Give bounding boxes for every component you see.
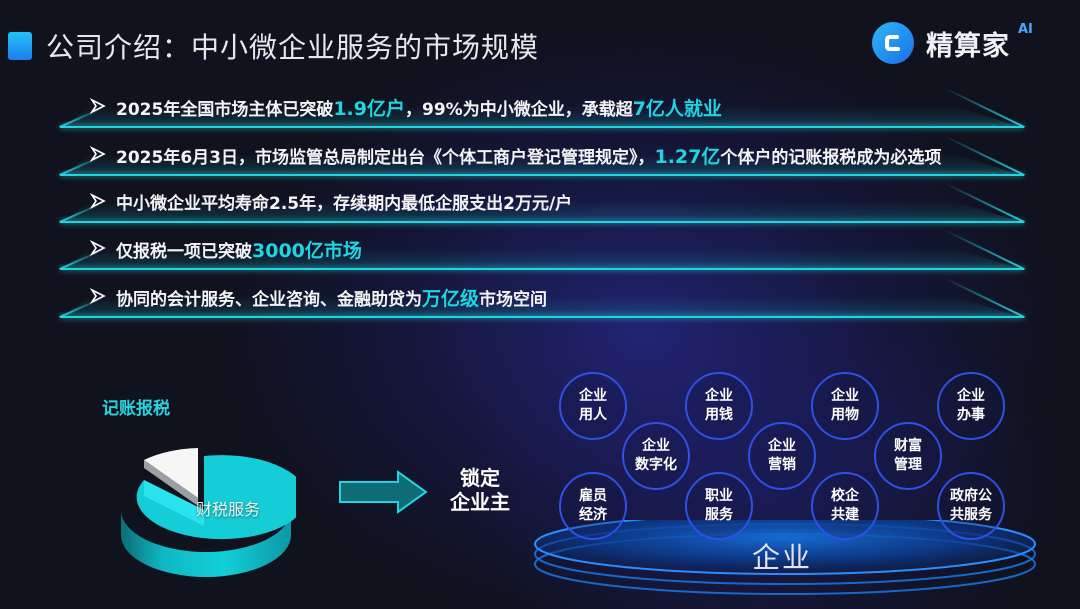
page-header: 公司介绍：中小微企业服务的市场规模 [8,26,539,66]
bullet-segment: 中小微企业平均寿命2.5年，存续期内最低企服支出2万元/户 [116,194,573,214]
bullet-underline [60,221,1024,223]
bullet-underline [60,268,1024,270]
service-circle-label: 企业用人 [579,387,607,425]
bullet-bar [60,296,1024,318]
enterprise-platform [530,513,1040,600]
service-circle-label: 企业用钱 [705,387,733,425]
tax-service-pie-chart [116,440,307,580]
bullet-segment: 个体户的记账报税成为必选项 [720,148,942,168]
service-circle: 企业用钱 [685,372,753,440]
circle-line1: 企业 [705,388,733,404]
service-circle-label: 财富管理 [894,437,922,475]
service-circle-label: 政府公共服务 [950,487,992,525]
bullet-text: 2025年6月3日，市场监管总局制定出台《个体工商户登记管理规定》，1.27亿个… [116,142,941,169]
bullet-text: 协同的会计服务、企业咨询、金融助贷为万亿级市场空间 [116,284,547,311]
circle-line1: 财富 [894,438,922,454]
service-circle-label: 企业办事 [957,387,985,425]
bullet-underline [60,126,1024,128]
bullet-item: 2025年6月3日，市场监管总局制定出台《个体工商户登记管理规定》，1.27亿个… [59,134,1025,176]
bullet-item: 协同的会计服务、企业咨询、金融助贷为万亿级市场空间 [59,276,1025,318]
service-circle-label: 职业服务 [705,487,733,525]
chevron-right-icon [90,288,106,304]
circle-line2: 办事 [957,407,985,423]
lock-text-line1: 锁定 [460,466,500,490]
service-circle-label: 企业营销 [768,437,796,475]
bullet-bar [60,201,1024,223]
bullet-highlight: 1.27亿 [654,146,721,168]
chevron-right-icon [90,193,106,209]
circle-line2: 服务 [705,507,733,523]
bullet-text: 2025年全国市场主体已突破1.9亿户，99%为中小微企业，承载超7亿人就业 [116,94,722,121]
service-circle-label: 企业数字化 [635,437,677,475]
circle-line1: 企业 [642,438,670,454]
circle-line2: 营销 [768,457,796,473]
bullet-bar [60,154,1024,176]
page-title: 公司介绍：中小微企业服务的市场规模 [46,31,540,64]
circle-line2: 用钱 [705,407,733,423]
service-circle: 企业办事 [937,372,1005,440]
circle-line1: 企业 [957,388,985,404]
service-circle-label: 雇员经济 [579,487,607,525]
service-circle-label: 企业用物 [831,387,859,425]
bullet-bar [60,106,1024,128]
brand-name: 精算家 [926,30,1010,62]
bullet-text: 仅报税一项已突破3000亿市场 [116,236,362,263]
bullet-underline [60,316,1024,318]
circle-line2: 用物 [831,407,859,423]
service-circle: 政府公共服务 [937,472,1005,540]
circle-line2: 共服务 [950,507,992,523]
pie-slice-label: 财税服务 [196,500,261,519]
service-circle: 职业服务 [685,472,753,540]
bullet-segment: 2025年6月3日，市场监管总局制定出台《个体工商户登记管理规定》， [116,148,655,168]
circle-line1: 职业 [705,488,733,504]
brand-c-logo-icon [872,22,914,64]
bullet-item: 中小微企业平均寿命2.5年，存续期内最低企服支出2万元/户 [59,181,1025,223]
service-circle: 企业数字化 [622,422,690,490]
service-circle: 企业营销 [748,422,816,490]
chevron-right-icon [90,146,106,162]
service-circle-label: 校企共建 [831,487,859,525]
bullet-item: 2025年全国市场主体已突破1.9亿户，99%为中小微企业，承载超7亿人就业 [59,86,1025,128]
circle-line2: 管理 [894,457,922,473]
lock-text-line2: 企业主 [450,490,510,514]
circle-line1: 企业 [831,388,859,404]
service-circle: 企业用人 [559,372,627,440]
chevron-right-icon [90,240,106,256]
bullet-highlight: 3000亿市场 [252,240,362,262]
bullet-text: 中小微企业平均寿命2.5年，存续期内最低企服支出2万元/户 [116,189,572,214]
title-accent-square-icon [8,32,32,60]
bullet-segment: 仅报税一项已突破 [116,242,252,262]
brand-logo: 精算家 AI [872,22,1033,64]
bullet-bar [60,248,1024,270]
circle-line2: 用人 [579,407,607,423]
brand-ai-suffix: AI [1018,22,1033,37]
bullet-segment: ，99%为中小微企业，承载超 [405,100,633,120]
bullet-highlight: 1.9亿户 [333,98,405,120]
circle-line1: 校企 [831,488,859,504]
lock-business-owner-text: 锁定 企业主 [440,466,520,514]
chevron-right-icon [90,98,106,114]
bullet-segment: 协同的会计服务、企业咨询、金融助贷为 [116,290,422,310]
platform-label: 企业 [752,541,813,574]
pie-title: 记账报税 [102,399,170,419]
bullet-highlight: 7亿人就业 [632,98,722,120]
bullet-item: 仅报税一项已突破3000亿市场 [59,228,1025,270]
circle-line2: 经济 [579,507,607,523]
service-circle: 企业用物 [811,372,879,440]
circle-line1: 企业 [579,388,607,404]
bullet-highlight: 万亿级 [422,288,480,310]
circle-line1: 雇员 [579,488,607,504]
service-circle: 财富管理 [874,422,942,490]
bullet-underline [60,174,1024,176]
bullet-segment: 市场空间 [479,290,548,310]
service-circle: 校企共建 [811,472,879,540]
circle-line2: 数字化 [635,457,677,473]
circle-line1: 企业 [768,438,796,454]
service-circle: 雇员经济 [559,472,627,540]
bullet-segment: 2025年全国市场主体已突破 [116,100,334,120]
circle-line2: 共建 [831,507,859,523]
right-arrow-icon [338,470,430,514]
circle-line1: 政府公 [950,488,992,504]
